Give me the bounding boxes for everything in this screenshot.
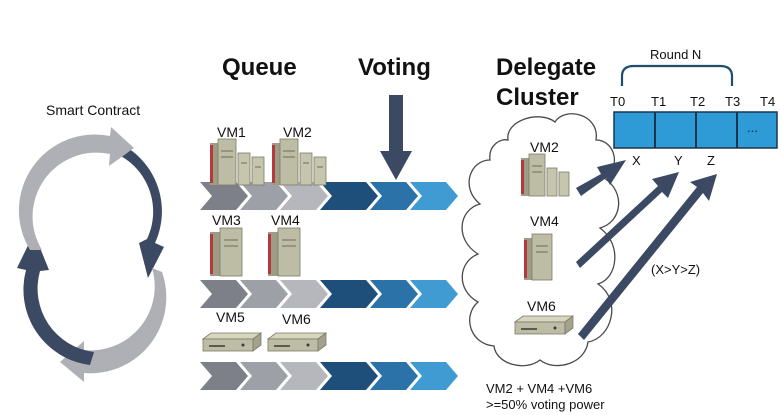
- queue-row-2-chevrons: [200, 280, 458, 308]
- queue-vm-label: VM5: [216, 309, 245, 325]
- queue-vm-label: VM1: [217, 124, 246, 140]
- arrow-vm6-to-z: [578, 174, 717, 340]
- priority-order-label: (X>Y>Z): [651, 262, 701, 277]
- cluster-note-line2: >=50% voting power: [486, 397, 605, 412]
- queue-row-1-chevrons: [200, 182, 458, 210]
- chevron: [280, 362, 328, 390]
- chevron: [280, 182, 328, 210]
- server-tower-icon: [521, 153, 570, 197]
- chevron: [280, 280, 328, 308]
- voting-arrow: [380, 95, 412, 180]
- queue-vm-label: VM4: [271, 212, 300, 228]
- round-slot-label: X: [632, 153, 641, 168]
- cluster-note-line1: VM2 + VM4 +VM6: [486, 381, 593, 396]
- cycle-arc-bottom-left: [17, 233, 94, 365]
- chevron: [320, 280, 378, 308]
- cycle-arc-top-left: [18, 127, 135, 250]
- round-bracket: [620, 64, 734, 86]
- chevron: [410, 182, 458, 210]
- server-tower-icon: [272, 138, 327, 186]
- queue-row-3-chevrons: [200, 362, 458, 390]
- rack-server-icon: [513, 315, 575, 335]
- round-timeline-bar: [613, 111, 778, 149]
- server-tower-icon: [210, 138, 265, 186]
- chevron: [370, 280, 418, 308]
- chevron: [370, 182, 418, 210]
- round-title: Round N: [650, 47, 702, 62]
- queue-vm-label: VM2: [283, 124, 312, 140]
- round-ellipsis: ...: [747, 120, 758, 135]
- queue-heading: Queue: [222, 54, 297, 81]
- queue-vm-label: VM3: [212, 212, 241, 228]
- chevron: [410, 362, 458, 390]
- voting-heading: Voting: [358, 54, 431, 81]
- cycle-arc-bottom-right: [60, 268, 167, 382]
- server-tower-icon: [210, 227, 243, 277]
- round-slot-label: Y: [674, 153, 683, 168]
- smart-contract-cycle: [17, 127, 167, 382]
- arrow-vm4-to-y: [576, 172, 679, 268]
- chevron: [240, 182, 288, 210]
- chevron: [200, 362, 248, 390]
- rack-server-icon: [201, 332, 263, 352]
- cycle-arc-top-right: [96, 136, 164, 278]
- delegate-heading: Delegate: [496, 54, 597, 81]
- chevron: [370, 362, 418, 390]
- cluster-vm-label: VM2: [530, 139, 559, 155]
- smart-contract-label: Smart Contract: [46, 102, 141, 118]
- queue-vm-label: VM6: [282, 311, 311, 327]
- server-tower-icon: [268, 227, 301, 277]
- chevron: [200, 182, 248, 210]
- cluster-vm-label: VM4: [530, 213, 559, 229]
- arrow-vm2-to-x: [576, 160, 626, 196]
- chevron: [410, 280, 458, 308]
- round-tick-label: T2: [690, 94, 706, 109]
- chevron: [240, 362, 288, 390]
- cluster-heading: Cluster: [496, 84, 579, 111]
- round-tick-label: T0: [610, 94, 626, 109]
- chevron: [240, 280, 288, 308]
- round-tick-label: T4: [760, 94, 776, 109]
- cluster-vm-label: VM6: [527, 298, 556, 314]
- chevron: [320, 362, 378, 390]
- server-tower-icon: [524, 233, 553, 281]
- round-tick-label: T1: [651, 94, 667, 109]
- rack-server-icon: [266, 332, 328, 352]
- chevron: [320, 182, 378, 210]
- round-tick-label: T3: [725, 94, 741, 109]
- round-slot-label: Z: [707, 153, 715, 168]
- chevron: [200, 280, 248, 308]
